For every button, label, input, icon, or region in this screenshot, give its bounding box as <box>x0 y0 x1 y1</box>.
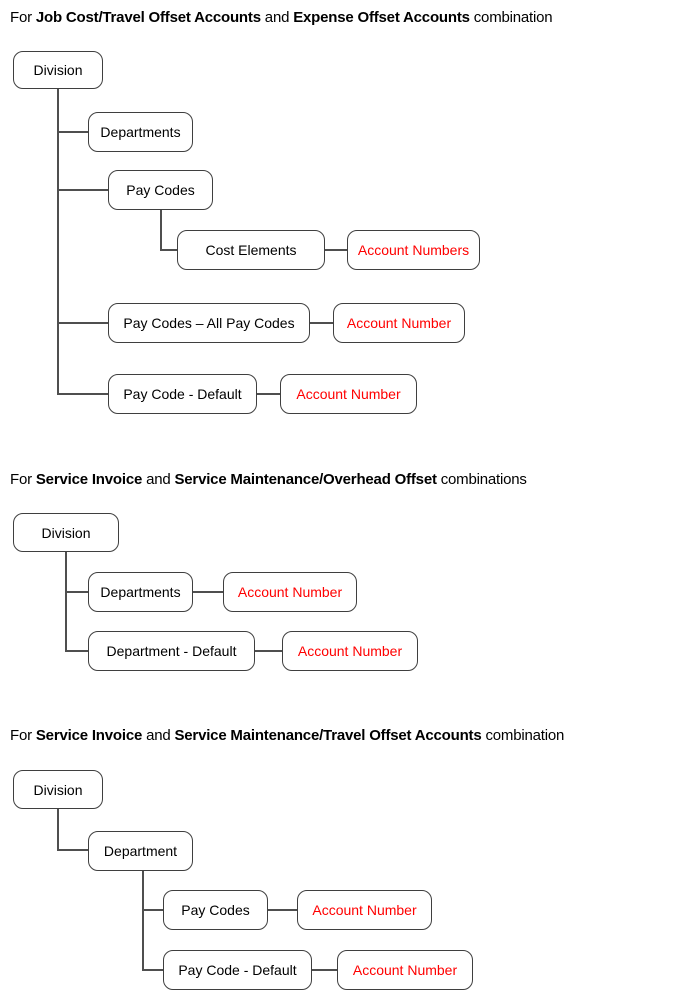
connector <box>57 393 108 395</box>
connector <box>65 591 88 593</box>
node-account-number: Account Number <box>333 303 465 343</box>
connector <box>57 189 108 191</box>
node-account-number: Account Number <box>337 950 473 990</box>
node-department: Department <box>88 831 193 871</box>
node-division: Division <box>13 513 119 552</box>
title-bold: Job Cost/Travel Offset Accounts <box>35 9 261 26</box>
connector <box>142 969 163 971</box>
connector <box>57 131 88 133</box>
node-departments: Departments <box>88 112 193 152</box>
title-text: and <box>260 9 294 26</box>
title-text: and <box>142 727 175 744</box>
connector <box>57 849 88 851</box>
connector <box>142 871 144 970</box>
connector <box>257 393 280 395</box>
node-department-default: Department - Default <box>88 631 255 671</box>
connector <box>57 89 59 394</box>
connector <box>193 591 223 593</box>
node-account-numbers: Account Numbers <box>347 230 480 270</box>
node-account-number: Account Number <box>297 890 432 930</box>
node-division: Division <box>13 770 103 809</box>
section-title: For Service Invoice and Service Maintena… <box>10 470 527 490</box>
connector <box>160 249 177 251</box>
title-text: For <box>10 727 36 744</box>
title-bold: Service Invoice <box>35 727 143 744</box>
node-departments: Departments <box>88 572 193 612</box>
section-title: For Job Cost/Travel Offset Accounts and … <box>10 8 553 28</box>
title-text: For <box>10 9 36 26</box>
connector <box>142 909 163 911</box>
title-bold: Service Maintenance/Travel Offset Accoun… <box>174 727 482 744</box>
title-bold: Service Maintenance/Overhead Offset <box>174 471 437 488</box>
connector <box>310 322 333 324</box>
title-text: combination <box>481 727 565 744</box>
connector <box>57 809 59 850</box>
node-pay-codes-all-pay-codes: Pay Codes – All Pay Codes <box>108 303 310 343</box>
node-account-number: Account Number <box>282 631 418 671</box>
node-account-number: Account Number <box>280 374 417 414</box>
connector <box>255 650 282 652</box>
section-title: For Service Invoice and Service Maintena… <box>10 726 564 746</box>
title-text: For <box>10 471 36 488</box>
node-division: Division <box>13 51 103 89</box>
connector <box>268 909 297 911</box>
connector <box>65 650 88 652</box>
connector <box>65 552 67 651</box>
title-bold: Expense Offset Accounts <box>293 9 470 26</box>
node-cost-elements: Cost Elements <box>177 230 325 270</box>
title-text: combination <box>469 9 553 26</box>
node-pay-code-default: Pay Code - Default <box>108 374 257 414</box>
node-pay-codes: Pay Codes <box>108 170 213 210</box>
connector <box>57 322 108 324</box>
title-bold: Service Invoice <box>35 471 143 488</box>
title-text: and <box>142 471 175 488</box>
connector <box>160 210 162 250</box>
node-pay-code-default: Pay Code - Default <box>163 950 312 990</box>
connector <box>325 249 347 251</box>
node-pay-codes: Pay Codes <box>163 890 268 930</box>
node-account-number: Account Number <box>223 572 357 612</box>
connector <box>312 969 337 971</box>
title-text: combinations <box>436 471 527 488</box>
